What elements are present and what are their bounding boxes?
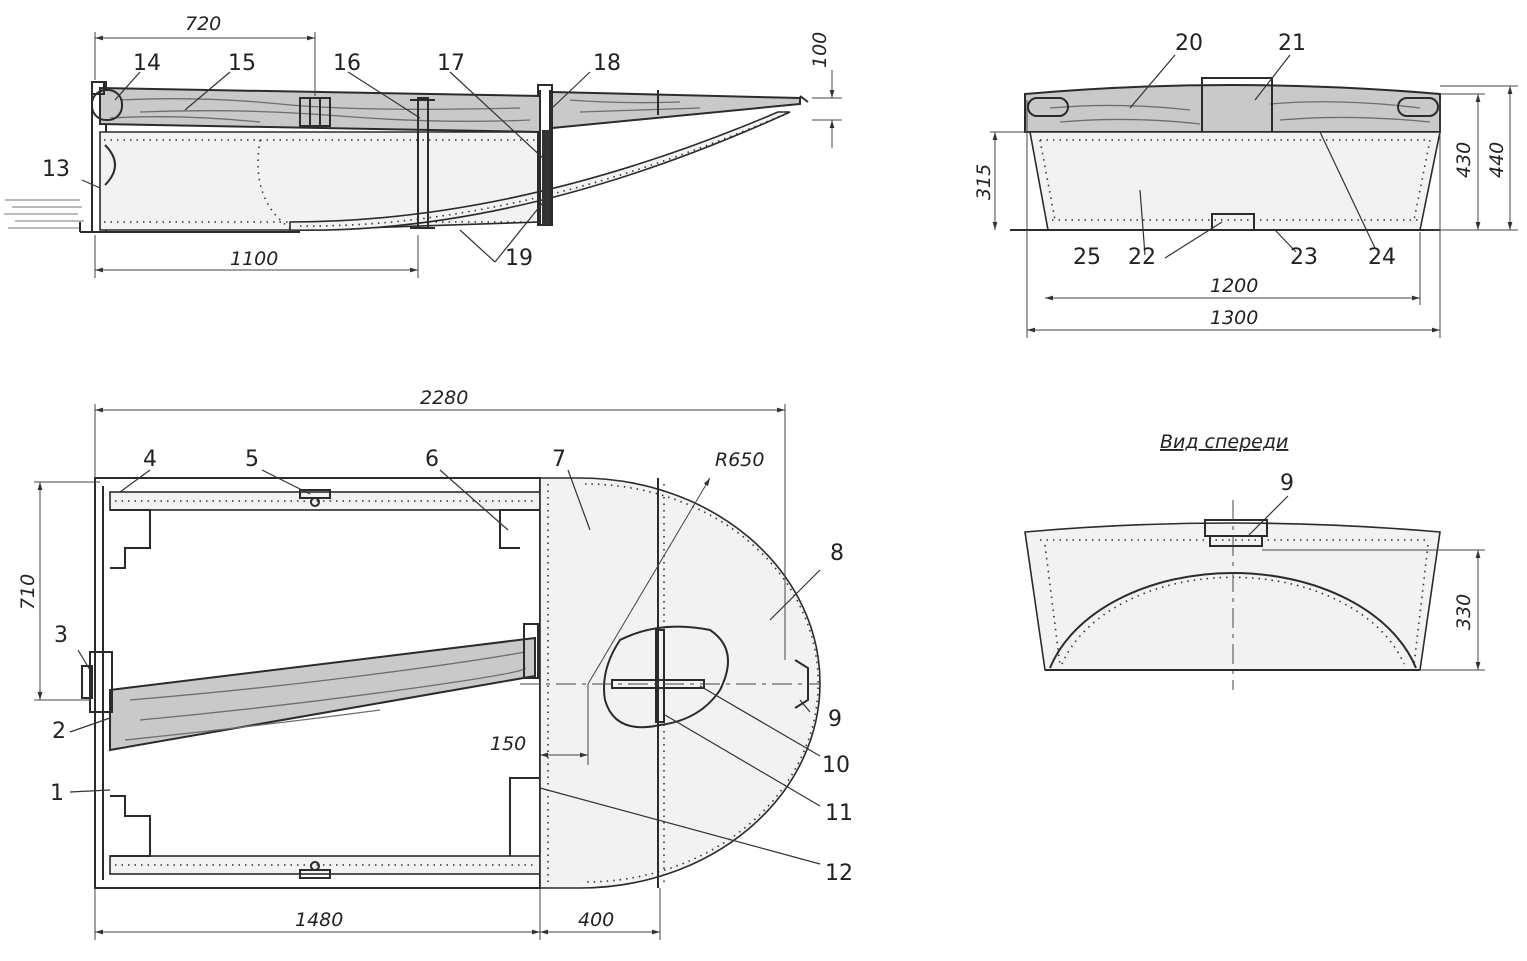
label-4: 4 <box>143 447 157 472</box>
dim-2280: 2280 <box>420 387 468 409</box>
label-21: 21 <box>1278 31 1306 56</box>
dim-710: 710 <box>17 574 39 610</box>
label-20: 20 <box>1175 31 1203 56</box>
label-18: 18 <box>593 51 621 76</box>
label-6: 6 <box>425 447 439 472</box>
dim-1100: 1100 <box>230 248 278 270</box>
wood-spar <box>551 90 801 130</box>
plan-view: 2280 710 1480 400 150 R650 4 5 6 7 <box>17 387 853 940</box>
label-16: 16 <box>333 51 361 76</box>
dim-330: 330 <box>1453 594 1475 630</box>
label-13: 13 <box>42 157 70 182</box>
label-23: 23 <box>1290 245 1318 270</box>
clamp-3 <box>89 651 113 713</box>
label-15: 15 <box>228 51 256 76</box>
dim-430: 430 <box>1453 142 1475 178</box>
label-7: 7 <box>552 447 566 472</box>
dim-1200: 1200 <box>1210 275 1258 297</box>
label-12: 12 <box>825 861 853 886</box>
dim-315: 315 <box>973 164 995 200</box>
label-9-front: 9 <box>1280 471 1294 496</box>
dim-1480: 1480 <box>295 909 343 931</box>
label-24: 24 <box>1368 245 1396 270</box>
dim-440: 440 <box>1486 142 1508 178</box>
side-view: 720 1100 100 14 15 16 17 18 13 19 <box>4 13 842 278</box>
label-1: 1 <box>50 781 64 806</box>
clamp <box>299 97 331 127</box>
label-10: 10 <box>822 753 850 778</box>
front-view-caption: Вид спереди <box>1160 431 1288 453</box>
label-22: 22 <box>1128 245 1156 270</box>
diagonal-beam-2 <box>109 636 536 752</box>
label-14: 14 <box>133 51 161 76</box>
label-8: 8 <box>830 541 844 566</box>
dim-720: 720 <box>185 13 221 35</box>
water-surface <box>4 199 84 229</box>
label-3: 3 <box>54 623 68 648</box>
rear-wood-beam <box>1024 84 1441 133</box>
label-5: 5 <box>245 447 259 472</box>
label-2: 2 <box>52 719 66 744</box>
bow-deck-7-8 <box>539 477 821 889</box>
dim-400: 400 <box>578 909 614 931</box>
dim-150: 150 <box>490 733 526 755</box>
hull-side-panel <box>99 131 541 231</box>
dim-r650: R650 <box>715 449 764 471</box>
frame-19-strip <box>542 130 550 225</box>
rear-view: 1200 1300 315 430 440 20 21 25 22 23 24 <box>973 31 1518 338</box>
label-25: 25 <box>1073 245 1101 270</box>
label-19: 19 <box>505 246 533 271</box>
dim-1300: 1300 <box>1210 307 1258 329</box>
front-view: Вид спереди 330 9 <box>1024 431 1485 690</box>
dim-100: 100 <box>809 32 831 68</box>
label-9: 9 <box>828 707 842 732</box>
oarlock-14 <box>91 89 123 121</box>
cutout <box>603 625 729 729</box>
bow-bottom-curve <box>289 111 791 231</box>
label-17: 17 <box>437 51 465 76</box>
label-11: 11 <box>825 801 853 826</box>
transom-panel <box>1029 131 1441 231</box>
